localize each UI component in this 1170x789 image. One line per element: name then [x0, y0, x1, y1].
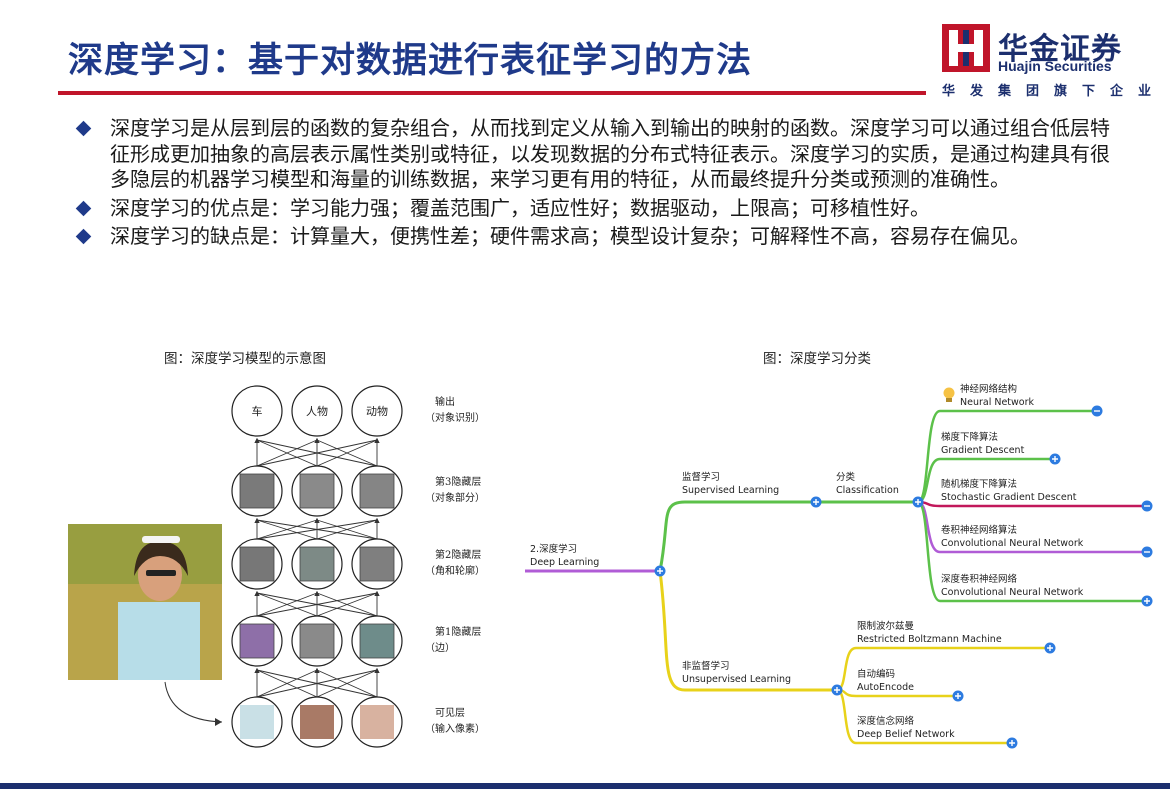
bullet-item: 深度学习的优点是：学习能力强；覆盖范围广，适应性好；数据驱动，上限高；可移植性好… — [74, 196, 1114, 222]
diamond-bullet-icon — [76, 121, 92, 137]
child-label-cn: 深度卷积神经网络 — [941, 573, 1018, 585]
supervised-label-en: Supervised Learning — [682, 485, 779, 496]
layer-note: （对象部分） — [425, 491, 485, 504]
company-logo: 华金证券 Huajin Securities 华发集团旗下企业 — [942, 24, 1142, 102]
output-node-label: 车 — [252, 404, 263, 418]
deep-learning-mindmap: 2.深度学习 Deep Learning 监督学习 Supervised Learni… — [520, 370, 1160, 762]
feature-patch — [300, 547, 334, 581]
output-node-label: 人物 — [306, 404, 328, 418]
child-label-en: Restricted Boltzmann Machine — [857, 634, 1002, 645]
child-label-en: Deep Belief Network — [857, 729, 955, 740]
feature-patch — [240, 705, 274, 739]
root-label-en: Deep Learning — [530, 557, 599, 568]
layer-note: （角和轮廓） — [425, 564, 485, 577]
arrow-head-icon — [215, 718, 222, 726]
feature-patch — [240, 547, 274, 581]
child-label-en: Stochastic Gradient Descent — [941, 492, 1077, 503]
supervised-branch — [660, 502, 815, 571]
huajin-logo-icon — [942, 24, 990, 72]
footer-rule — [0, 783, 1170, 789]
child-label-en: AutoEncode — [857, 682, 914, 693]
child-label-cn: 神经网络结构 — [960, 383, 1017, 395]
child-label-cn: 深度信念网络 — [857, 715, 915, 727]
classification-label-cn: 分类 — [836, 471, 856, 483]
bullet-text: 深度学习是从层到层的函数的复杂组合，从而找到定义从输入到输出的映射的函数。深度学… — [110, 116, 1110, 191]
page-title: 深度学习：基于对数据进行表征学习的方法 — [68, 32, 752, 83]
input-photo — [68, 524, 222, 680]
layer-name: 第1隐藏层 — [435, 625, 481, 638]
feature-patch — [360, 624, 394, 658]
layer-name: 可见层 — [435, 707, 465, 719]
photo-arrow — [165, 682, 222, 722]
photo-shirt — [118, 602, 200, 680]
bullet-list: 深度学习是从层到层的函数的复杂组合，从而找到定义从输入到输出的映射的函数。深度学… — [74, 116, 1114, 253]
layer-name: 第2隐藏层 — [435, 548, 481, 561]
root-label-cn: 2.深度学习 — [530, 543, 577, 555]
feature-patch — [300, 474, 334, 508]
lightbulb-base — [946, 398, 952, 402]
child-label-cn: 随机梯度下降算法 — [941, 478, 1017, 490]
child-label-cn: 梯度下降算法 — [941, 431, 998, 443]
feature-patch — [300, 624, 334, 658]
bullet-item: 深度学习的缺点是：计算量大，便携性差；硬件需求高；模型设计复杂；可解释性不高，容… — [74, 224, 1114, 250]
unsupervised-label-cn: 非监督学习 — [682, 660, 730, 672]
feature-patch — [240, 474, 274, 508]
diamond-bullet-icon — [76, 229, 92, 245]
layer-note: （输入像素） — [425, 722, 485, 735]
figure1-caption: 图：深度学习模型的示意图 — [164, 347, 326, 367]
child-label-en: Gradient Descent — [941, 445, 1025, 456]
feature-patch — [240, 624, 274, 658]
child-label-cn: 自动编码 — [857, 668, 895, 680]
bullet-text: 深度学习的优点是：学习能力强；覆盖范围广，适应性好；数据驱动，上限高；可移植性好… — [110, 196, 930, 220]
logo-tagline: 华发集团旗下企业 — [942, 80, 1142, 99]
title-divider — [58, 91, 926, 95]
unsupervised-label-en: Unsupervised Learning — [682, 674, 791, 685]
child-label-en: Convolutional Neural Network — [941, 587, 1084, 598]
feature-patch — [360, 547, 394, 581]
child-label-cn: 限制波尔兹曼 — [857, 620, 915, 632]
child-label-cn: 卷积神经网络算法 — [941, 524, 1017, 536]
diamond-bullet-icon — [76, 200, 92, 216]
layer-note: （边） — [425, 642, 455, 654]
child-label-en: Convolutional Neural Network — [941, 538, 1084, 549]
logo-name-en: Huajin Securities — [998, 58, 1112, 74]
layer-name: 第3隐藏层 — [435, 475, 481, 488]
supervised-label-cn: 监督学习 — [682, 471, 720, 483]
photo-visor — [142, 536, 180, 543]
feature-patch — [360, 705, 394, 739]
photo-sunglasses — [146, 570, 176, 576]
unsupervised-branch — [660, 571, 837, 690]
layer-note: （对象识别） — [425, 411, 485, 424]
layer-name: 输出 — [435, 395, 455, 408]
feature-patch — [300, 705, 334, 739]
deep-learning-model-diagram: 车 人物 动物 输出 （对象识别） 第3隐藏层 （对象部分） 第2隐藏层 （角和轮廓） 第1隐藏层… — [60, 370, 500, 762]
figure2-caption: 图：深度学习分类 — [763, 347, 871, 367]
child-label-en: Neural Network — [960, 397, 1035, 408]
classification-label-en: Classification — [836, 485, 899, 496]
feature-patch — [360, 474, 394, 508]
lightbulb-icon — [944, 388, 955, 399]
bullet-item: 深度学习是从层到层的函数的复杂组合，从而找到定义从输入到输出的映射的函数。深度学… — [74, 116, 1114, 193]
bullet-text: 深度学习的缺点是：计算量大，便携性差；硬件需求高；模型设计复杂；可解释性不高，容… — [110, 224, 1030, 248]
output-node-label: 动物 — [366, 404, 388, 418]
